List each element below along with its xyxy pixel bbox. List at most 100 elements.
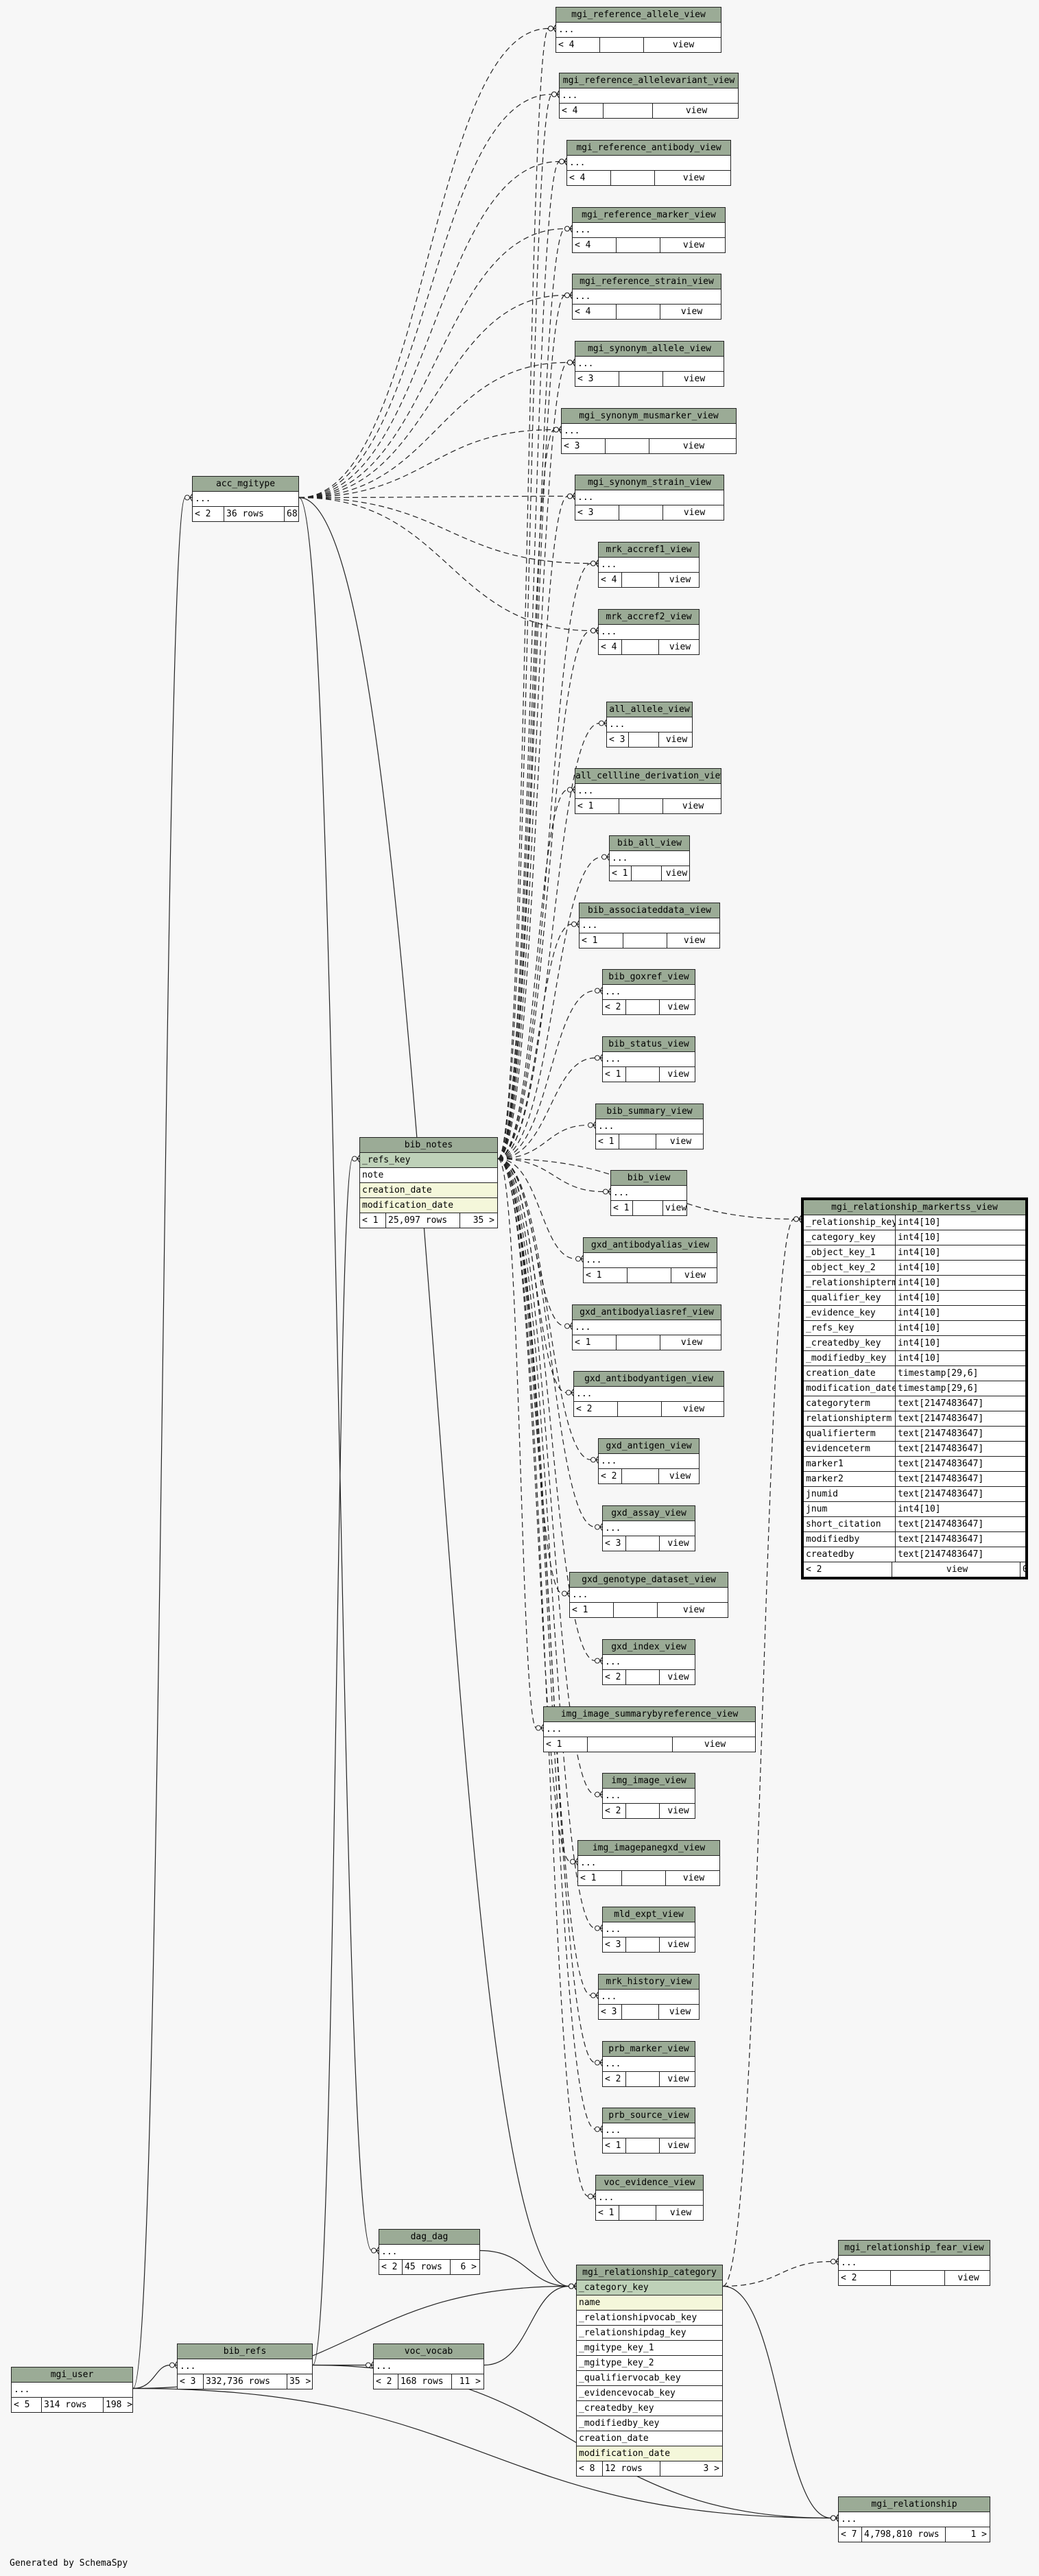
footer-children[interactable]: view [657, 1603, 728, 1617]
table-title[interactable]: mgi_synonym_allele_view [575, 342, 724, 357]
footer-children[interactable]: view [944, 2271, 990, 2285]
footer-children[interactable]: view [658, 1469, 699, 1483]
footer-children[interactable]: view [658, 640, 699, 654]
footer-parents[interactable]: < 1 [605, 1069, 621, 1080]
footer-parents[interactable]: < 1 [612, 868, 628, 879]
footer-parents[interactable]: < 1 [577, 801, 594, 811]
table-title[interactable]: mgi_relationship [839, 2497, 990, 2512]
footer-children[interactable]: view [659, 1804, 695, 1818]
footer-parents[interactable]: < 2 [195, 509, 211, 519]
table-title[interactable]: mgi_relationship_category [577, 2265, 722, 2280]
footer-parents[interactable]: < 2 [605, 1672, 621, 1682]
footer-children[interactable]: view [658, 732, 692, 747]
footer-children[interactable]: view [656, 2206, 703, 2220]
table-title[interactable]: mrk_accref2_view [599, 610, 699, 625]
footer-children[interactable]: view [654, 171, 730, 185]
table-title[interactable]: gxd_antibodyantigen_view [574, 1372, 724, 1387]
footer-parents[interactable]: < 4 [575, 240, 591, 250]
footer-parents[interactable]: < 1 [598, 2208, 614, 2218]
footer-parents[interactable]: < 1 [586, 1270, 602, 1280]
table-title[interactable]: mgi_reference_antibody_view [567, 141, 730, 156]
table-title[interactable]: bib_status_view [603, 1037, 695, 1052]
footer-parents[interactable]: < 3 [605, 1940, 621, 1950]
table-title[interactable]: mrk_accref1_view [599, 542, 699, 558]
table-title[interactable]: mgi_reference_marker_view [573, 208, 725, 223]
footer-children[interactable]: view [661, 1402, 724, 1416]
table-title[interactable]: mgi_synonym_musmarker_view [562, 409, 736, 424]
table-title[interactable]: img_imagepanegxd_view [578, 1841, 719, 1856]
footer-children[interactable]: view [649, 439, 736, 453]
footer-children[interactable]: view [660, 238, 725, 252]
footer-parents[interactable]: < 3 [609, 735, 625, 745]
table-title[interactable]: prb_source_view [603, 2108, 695, 2123]
footer-parents[interactable]: < 5 [14, 2400, 30, 2410]
footer-parents[interactable]: < 4 [575, 307, 591, 317]
footer-parents[interactable]: < 1 [362, 1215, 379, 1226]
footer-parents[interactable]: < 4 [558, 40, 575, 50]
footer-children[interactable]: view [662, 505, 724, 520]
table-title[interactable]: bib_view [611, 1171, 686, 1186]
footer-parents[interactable]: < 2 [605, 1002, 621, 1012]
footer-parents[interactable]: < 4 [601, 575, 617, 585]
footer-parents[interactable]: < 3 [564, 441, 580, 451]
footer-children[interactable]: 6 > [450, 2260, 479, 2274]
table-title[interactable]: all_allele_view [607, 702, 692, 717]
footer-children[interactable]: view [662, 799, 721, 813]
footer-children[interactable]: 11 > [451, 2374, 483, 2389]
footer-children[interactable]: view [652, 104, 738, 118]
table-title[interactable]: all_cellline_derivation_view [575, 769, 721, 784]
footer-parents[interactable]: < 2 [376, 2376, 392, 2387]
footer-children[interactable]: view [643, 38, 721, 52]
table-title[interactable]: acc_mgitype [193, 477, 298, 492]
footer-children[interactable]: view [672, 1737, 755, 1752]
footer-parents[interactable]: < 8 [579, 2464, 595, 2474]
table-title[interactable]: bib_summary_view [596, 1104, 703, 1119]
footer-parents[interactable]: < 1 [582, 935, 598, 946]
footer-parents[interactable]: < 3 [577, 374, 594, 384]
footer-parents[interactable]: < 1 [572, 1605, 588, 1615]
footer-parents[interactable]: < 1 [598, 1136, 614, 1147]
footer-parents[interactable]: < 4 [562, 106, 578, 116]
table-title[interactable]: bib_all_view [610, 836, 689, 851]
footer-children[interactable]: 35 > [459, 1213, 497, 1228]
footer-children[interactable]: 0 > [1020, 1562, 1025, 1577]
footer-children[interactable]: 1 > [945, 2527, 990, 2542]
table-title[interactable]: gxd_genotype_dataset_view [570, 1573, 728, 1588]
footer-parents[interactable]: < 1 [580, 1873, 597, 1883]
table-title[interactable]: mgi_synonym_strain_view [575, 475, 724, 490]
footer-parents[interactable]: < 4 [569, 173, 586, 183]
footer-children[interactable]: view [659, 2072, 695, 2086]
table-title[interactable]: bib_notes [360, 1138, 497, 1153]
footer-parents[interactable]: < 2 [576, 1404, 593, 1414]
table-title[interactable]: gxd_assay_view [603, 1506, 695, 1521]
footer-parents[interactable]: < 2 [601, 1471, 617, 1481]
table-mgi-relationship-markertss-view[interactable]: mgi_relationship_markertss_view_relation… [801, 1197, 1028, 1579]
footer-parents[interactable]: < 2 [381, 2262, 398, 2272]
footer-children[interactable]: view [662, 1201, 686, 1215]
table-title[interactable]: mgi_reference_strain_view [573, 274, 721, 289]
footer-children[interactable]: view [667, 933, 719, 948]
table-title[interactable]: gxd_antibodyalias_view [584, 1238, 717, 1253]
